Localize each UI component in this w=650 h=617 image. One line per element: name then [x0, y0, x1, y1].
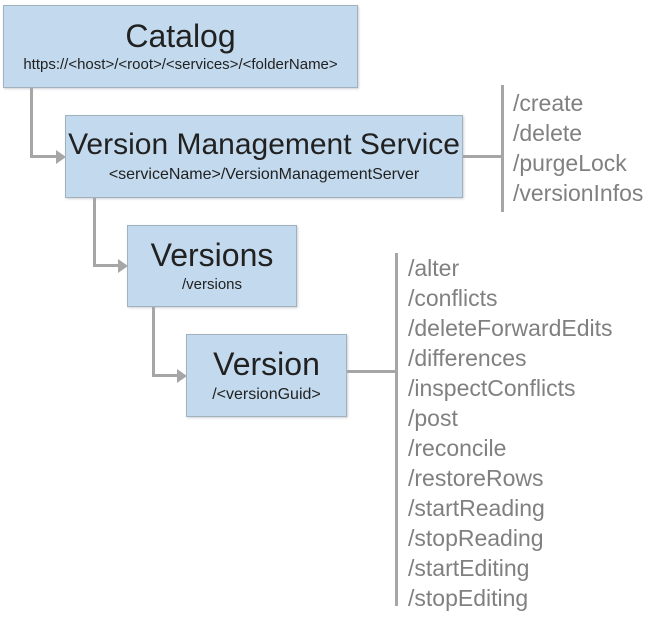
- catalog-url: https://<host>/<root>/<services>/<folder…: [23, 56, 338, 74]
- connector-vertical-segment: [152, 307, 155, 377]
- connector-horizontal-segment: [93, 264, 119, 267]
- connector-service-to-operations: [463, 155, 502, 158]
- service-operations-list: /create /delete /purgeLock /versionInfos: [513, 88, 643, 208]
- service-path: <serviceName>/VersionManagementServer: [108, 165, 420, 183]
- version-operations-divider: [395, 253, 398, 606]
- operation-item: /differences: [408, 345, 527, 371]
- version-operations-list: /alter /conflicts /deleteForwardEdits /d…: [408, 253, 613, 613]
- arrowhead-icon: [56, 150, 66, 164]
- version-path: /<versionGuid>: [212, 385, 321, 403]
- operation-item: /startEditing: [408, 555, 530, 581]
- operation-item: /versionInfos: [513, 180, 644, 206]
- service-operations-divider: [501, 85, 504, 212]
- connector-vertical-segment: [30, 88, 33, 158]
- operation-item: /post: [408, 405, 458, 431]
- connector-horizontal-segment: [152, 374, 178, 377]
- version-node: Version /<versionGuid>: [186, 334, 347, 417]
- versions-path: /versions: [181, 275, 243, 293]
- operation-item: /stopReading: [408, 525, 544, 551]
- operation-item: /startReading: [408, 495, 545, 521]
- version-management-service-node: Version Management Service <serviceName>…: [65, 115, 463, 198]
- operation-item: /delete: [513, 120, 583, 146]
- versions-node: Versions /versions: [127, 225, 297, 307]
- operation-item: /restoreRows: [408, 465, 544, 491]
- catalog-node: Catalog https://<host>/<root>/<services>…: [3, 5, 358, 88]
- operation-item: /purgeLock: [513, 150, 627, 176]
- connector-version-to-operations: [347, 370, 396, 373]
- versions-title: Versions: [150, 237, 274, 274]
- catalog-title: Catalog: [125, 17, 236, 54]
- operation-item: /stopEditing: [408, 585, 529, 611]
- operation-item: /deleteForwardEdits: [408, 315, 613, 341]
- operation-item: /alter: [408, 255, 460, 281]
- operation-item: /conflicts: [408, 285, 498, 311]
- version-title: Version: [213, 346, 320, 383]
- connector-vertical-segment: [93, 198, 96, 267]
- operation-item: /reconcile: [408, 435, 507, 461]
- operation-item: /inspectConflicts: [408, 375, 576, 401]
- service-title: Version Management Service: [68, 128, 460, 162]
- operation-item: /create: [513, 90, 584, 116]
- arrowhead-icon: [118, 259, 128, 273]
- arrowhead-icon: [177, 369, 187, 383]
- connector-horizontal-segment: [30, 155, 58, 158]
